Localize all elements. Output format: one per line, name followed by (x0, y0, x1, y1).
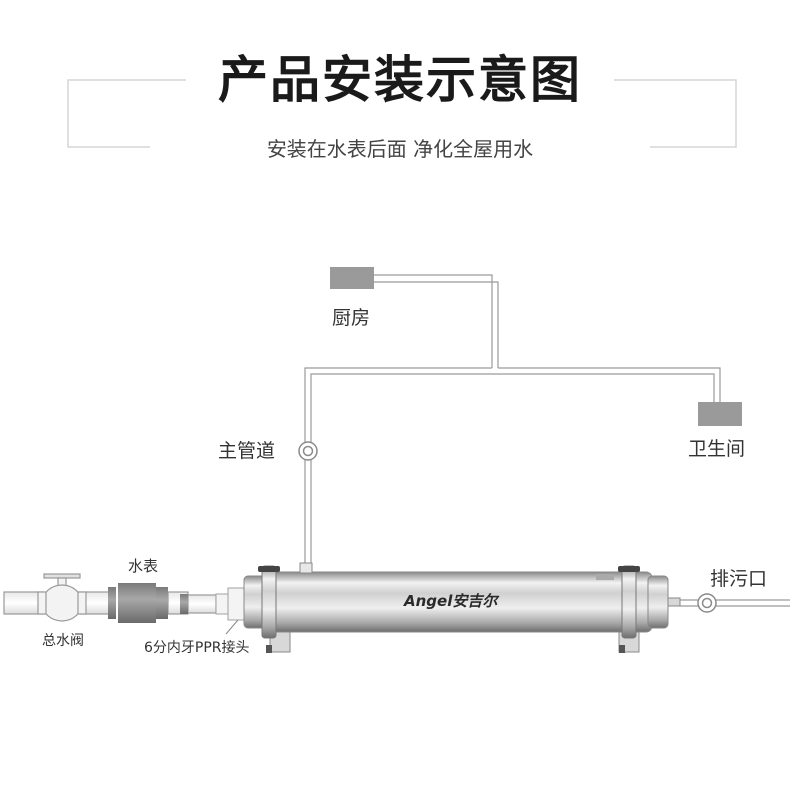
bathroom-fixture (698, 402, 742, 426)
product-logo: Angel安吉尔 (404, 592, 498, 610)
label-kitchen: 厨房 (332, 307, 371, 329)
water-meter-icon (108, 583, 188, 623)
label-water-meter: 水表 (128, 557, 159, 575)
main-pipe-valve-icon (298, 441, 318, 461)
drain-valve-icon (697, 593, 717, 613)
kitchen-fixture (330, 267, 374, 289)
label-drain: 排污口 (710, 568, 768, 590)
title-frame (67, 79, 737, 148)
page-subtitle: 安装在水表后面 净化全屋用水 (266, 137, 534, 161)
label-bathroom: 卫生间 (688, 438, 746, 460)
water-purifier (243, 562, 681, 653)
label-ppr-joint: 6分内牙PPR接头 (144, 640, 250, 656)
label-main-valve: 总水阀 (42, 633, 84, 649)
page-title: 产品安装示意图 (218, 51, 582, 109)
main-valve-icon (37, 573, 87, 622)
ppr-joint (215, 587, 247, 635)
label-main-pipe: 主管道 (218, 440, 276, 462)
